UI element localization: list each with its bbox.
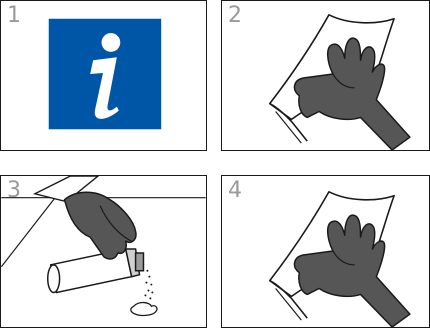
information-sign-icon: [1, 1, 206, 150]
gloved-hand-spray-bottle-icon: [1, 176, 206, 327]
step-panel-1: 1: [0, 0, 207, 151]
gloved-hand-wiping-cloth-icon: [222, 176, 429, 327]
step-panel-2: 2: [221, 0, 430, 151]
step-panel-4: 4: [221, 175, 430, 328]
step-panel-3: 3: [0, 175, 207, 328]
gloved-hand-wiping-cloth-icon: [222, 1, 429, 150]
